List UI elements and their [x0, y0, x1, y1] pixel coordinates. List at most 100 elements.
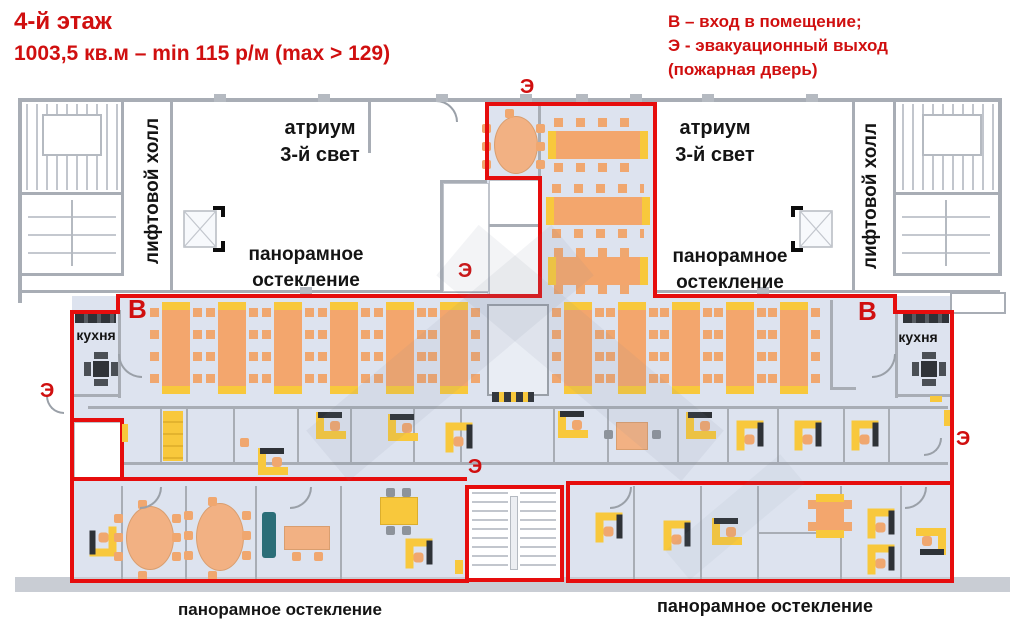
workstation-icon	[663, 520, 691, 551]
chairs-icon	[114, 514, 123, 523]
wall	[998, 98, 1002, 276]
column-marker	[702, 94, 714, 102]
wall	[440, 180, 487, 183]
chairs-icon	[292, 552, 301, 561]
workstation-icon	[388, 414, 418, 441]
workstation-icon	[316, 412, 346, 439]
wc-icon	[28, 200, 116, 266]
elevator-icon	[183, 206, 225, 252]
column-marker	[300, 287, 312, 295]
label-glazing-line1: панорамное	[672, 246, 788, 267]
lease-boundary-segment	[485, 102, 489, 180]
window-sill	[122, 424, 128, 442]
wall	[121, 486, 123, 579]
desk-cluster	[606, 302, 658, 394]
table-icon	[380, 497, 418, 525]
workstation-icon	[405, 538, 433, 569]
chairs-icon	[184, 511, 193, 520]
wall	[553, 408, 555, 464]
wall	[185, 486, 187, 579]
column-marker	[436, 94, 448, 102]
label-atrium-line1: атриум	[284, 117, 356, 139]
excluded-room	[443, 183, 489, 292]
window-sill	[930, 396, 942, 402]
kitchen-counter-icon	[75, 314, 116, 323]
label-lift-hall-left: лифтовой холл	[142, 117, 163, 265]
legend-line-entrance: В – вход в помещение;	[668, 12, 862, 31]
window-sill	[455, 560, 463, 574]
workstation-icon	[867, 508, 895, 539]
legend-line-exit: Э - эвакуационный выход	[668, 36, 888, 55]
wall	[727, 408, 729, 464]
wall	[830, 387, 856, 390]
desk-cluster	[546, 184, 650, 238]
workstation-icon	[258, 448, 288, 475]
stair-flight	[472, 492, 508, 572]
desk-cluster	[548, 248, 648, 294]
label-glazing-line2: остекление	[676, 271, 784, 293]
kitchen-counter-icon	[903, 314, 949, 323]
label-atrium-line1: атриум	[679, 117, 751, 139]
wall	[70, 394, 121, 397]
wall	[440, 180, 443, 290]
desk-cluster	[660, 302, 712, 394]
workstation-icon	[867, 544, 895, 575]
wall	[297, 408, 299, 464]
wall	[233, 408, 235, 464]
desk-cluster	[714, 302, 766, 394]
lease-boundary-segment	[70, 310, 120, 314]
wall	[777, 408, 779, 464]
label-glazing-bottom-left: панорамное остекление	[178, 600, 382, 619]
printer-row-icon	[492, 392, 534, 402]
workstation-icon	[89, 526, 117, 557]
wall	[160, 408, 162, 464]
lease-boundary-segment	[70, 418, 124, 422]
wall	[893, 273, 1002, 276]
desk-cluster	[206, 302, 258, 394]
excluded-room	[489, 180, 540, 298]
lease-boundary-segment	[893, 310, 954, 314]
wall	[538, 104, 541, 178]
door-arc-icon	[436, 100, 458, 122]
lease-boundary-segment	[116, 294, 542, 298]
exit-marker: Э	[520, 76, 535, 98]
desk-cluster	[808, 494, 852, 538]
table-icon	[284, 526, 330, 550]
stair-rail	[510, 496, 518, 570]
label-atrium-right: атриум 3-й свет	[645, 115, 785, 169]
workstation-icon	[595, 512, 623, 543]
column-marker	[214, 94, 226, 102]
column-marker	[757, 287, 769, 295]
label-kitchen-right: кухня	[898, 329, 938, 345]
wall	[186, 408, 188, 464]
chairs-icon	[386, 488, 395, 497]
stairs-icon	[902, 104, 994, 190]
label-lift-hall-right: лифтовой холл	[860, 122, 881, 270]
lease-boundary-segment	[70, 579, 469, 583]
column-marker	[318, 94, 330, 102]
wall	[896, 394, 954, 397]
wall	[700, 486, 702, 579]
lease-boundary-segment	[653, 102, 657, 298]
wall	[18, 98, 22, 276]
wall	[830, 300, 833, 390]
desk-cluster	[262, 302, 314, 394]
wall	[843, 408, 845, 464]
wall	[896, 192, 998, 195]
stair-landing	[42, 114, 102, 156]
exit-marker: Э	[468, 456, 483, 478]
workstation-icon	[736, 420, 764, 451]
wall	[18, 98, 1000, 102]
label-kitchen-left: кухня	[76, 327, 116, 343]
desk-cluster	[150, 302, 202, 394]
chair-icon	[240, 438, 249, 447]
workstation-icon	[445, 422, 473, 453]
desk-cluster	[428, 302, 480, 394]
desk-cluster	[768, 302, 820, 394]
wall	[900, 486, 902, 579]
column-marker	[630, 94, 642, 102]
page-subtitle: 1003,5 кв.м – min 115 р/м (max > 129)	[14, 42, 391, 65]
workstation-icon	[686, 412, 716, 439]
desk-cluster	[374, 302, 426, 394]
